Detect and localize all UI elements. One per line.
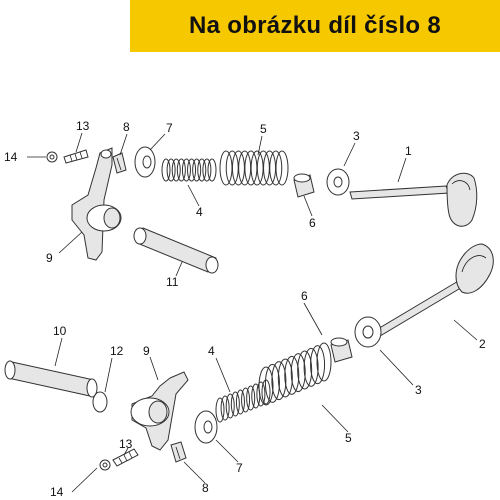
callout-4-top: 4 bbox=[196, 205, 203, 219]
part-12-oring bbox=[92, 391, 108, 413]
callout-12: 12 bbox=[110, 344, 124, 358]
spring-coil bbox=[197, 158, 207, 182]
spring-coil bbox=[284, 355, 300, 395]
part-14-nut-top bbox=[46, 151, 58, 163]
callout-6-top: 6 bbox=[309, 216, 316, 230]
part-13-screw-top bbox=[63, 149, 89, 164]
callout-3-bottom: 3 bbox=[415, 383, 422, 397]
spring-coil bbox=[277, 358, 293, 398]
spring-coil bbox=[235, 389, 245, 415]
spring-coil bbox=[220, 395, 230, 421]
spring-coil bbox=[171, 158, 181, 182]
part-7-retainer-bottom bbox=[194, 410, 218, 444]
spring-coil bbox=[256, 381, 266, 407]
part-5-spring-bottom bbox=[258, 342, 332, 406]
part-13-screw-bottom bbox=[112, 448, 139, 467]
spring-coil bbox=[166, 158, 176, 182]
leader-lines bbox=[27, 132, 478, 493]
spring-coil bbox=[264, 363, 280, 403]
part-6-seal-top bbox=[293, 173, 315, 198]
part-11-shaft-top bbox=[133, 227, 219, 274]
callout-8-bottom: 8 bbox=[202, 481, 209, 495]
spring-coil bbox=[202, 158, 212, 182]
callout-9-bottom: 9 bbox=[143, 344, 150, 358]
callout-9-top: 9 bbox=[46, 251, 53, 265]
part-6-seal-bottom bbox=[330, 337, 353, 363]
callout-4-bottom: 4 bbox=[208, 344, 215, 358]
part-3-washer-bottom bbox=[354, 316, 382, 348]
part-5-spring-top bbox=[219, 150, 289, 186]
spring-coil bbox=[192, 158, 202, 182]
callout-2: 2 bbox=[479, 337, 486, 351]
part-10-shaft-bottom bbox=[4, 360, 98, 398]
spring-coil bbox=[187, 158, 197, 182]
callout-7-bottom: 7 bbox=[236, 461, 243, 475]
spring-coil bbox=[207, 158, 217, 182]
callout-10: 10 bbox=[53, 324, 67, 338]
spring-coil bbox=[246, 385, 256, 411]
callout-5-top: 5 bbox=[260, 122, 267, 136]
spring-coil bbox=[258, 366, 274, 406]
spring-coil bbox=[176, 158, 186, 182]
part-4-spring-bottom bbox=[215, 379, 271, 423]
spring-coil bbox=[215, 397, 225, 423]
callout-14-bottom: 14 bbox=[50, 485, 64, 499]
spring-coil bbox=[275, 150, 289, 186]
spring-coil bbox=[225, 393, 235, 419]
part-2-valve-bottom bbox=[375, 243, 494, 337]
part-3-washer-top bbox=[326, 168, 350, 196]
part-4-spring-top bbox=[161, 158, 217, 182]
callout-7-top: 7 bbox=[166, 121, 173, 135]
part-1-valve-top bbox=[349, 172, 478, 227]
spring-coil bbox=[241, 387, 251, 413]
callout-6-bottom: 6 bbox=[301, 289, 308, 303]
callout-labels: 14 13 8 7 5 3 1 9 4 6 11 2 10 12 9 4 6 3… bbox=[4, 119, 486, 499]
spring-coil bbox=[230, 391, 240, 417]
callout-11: 11 bbox=[166, 275, 179, 289]
part-7-retainer-top bbox=[134, 146, 156, 178]
banner-text: Na obrázku díl číslo 8 bbox=[188, 12, 441, 39]
part-8-collet-bottom bbox=[170, 441, 187, 463]
part-14-nut-bottom bbox=[99, 459, 111, 471]
spring-coil bbox=[269, 150, 283, 186]
spring-coil bbox=[261, 379, 271, 405]
callout-1: 1 bbox=[405, 144, 412, 158]
spring-coil bbox=[161, 158, 171, 182]
callout-8-top: 8 bbox=[123, 120, 130, 134]
spring-coil bbox=[290, 353, 306, 393]
spring-coil bbox=[316, 342, 332, 382]
callout-3-top: 3 bbox=[353, 129, 360, 143]
part-8-collet-top bbox=[112, 152, 127, 174]
part-9-rocker-top bbox=[71, 147, 122, 261]
spring-coil bbox=[271, 361, 287, 401]
callout-5-bottom: 5 bbox=[345, 431, 352, 445]
spring-coil bbox=[251, 383, 261, 409]
callout-13-top: 13 bbox=[76, 119, 90, 133]
spring-coil bbox=[310, 345, 326, 385]
spring-coil bbox=[181, 158, 191, 182]
part-9-rocker-bottom bbox=[130, 371, 189, 451]
callout-14-top: 14 bbox=[4, 150, 18, 164]
spring-coil bbox=[297, 350, 313, 390]
spring-coil bbox=[303, 347, 319, 387]
title-banner: Na obrázku díl číslo 8 bbox=[130, 0, 500, 52]
callout-13-bottom: 13 bbox=[119, 437, 133, 451]
